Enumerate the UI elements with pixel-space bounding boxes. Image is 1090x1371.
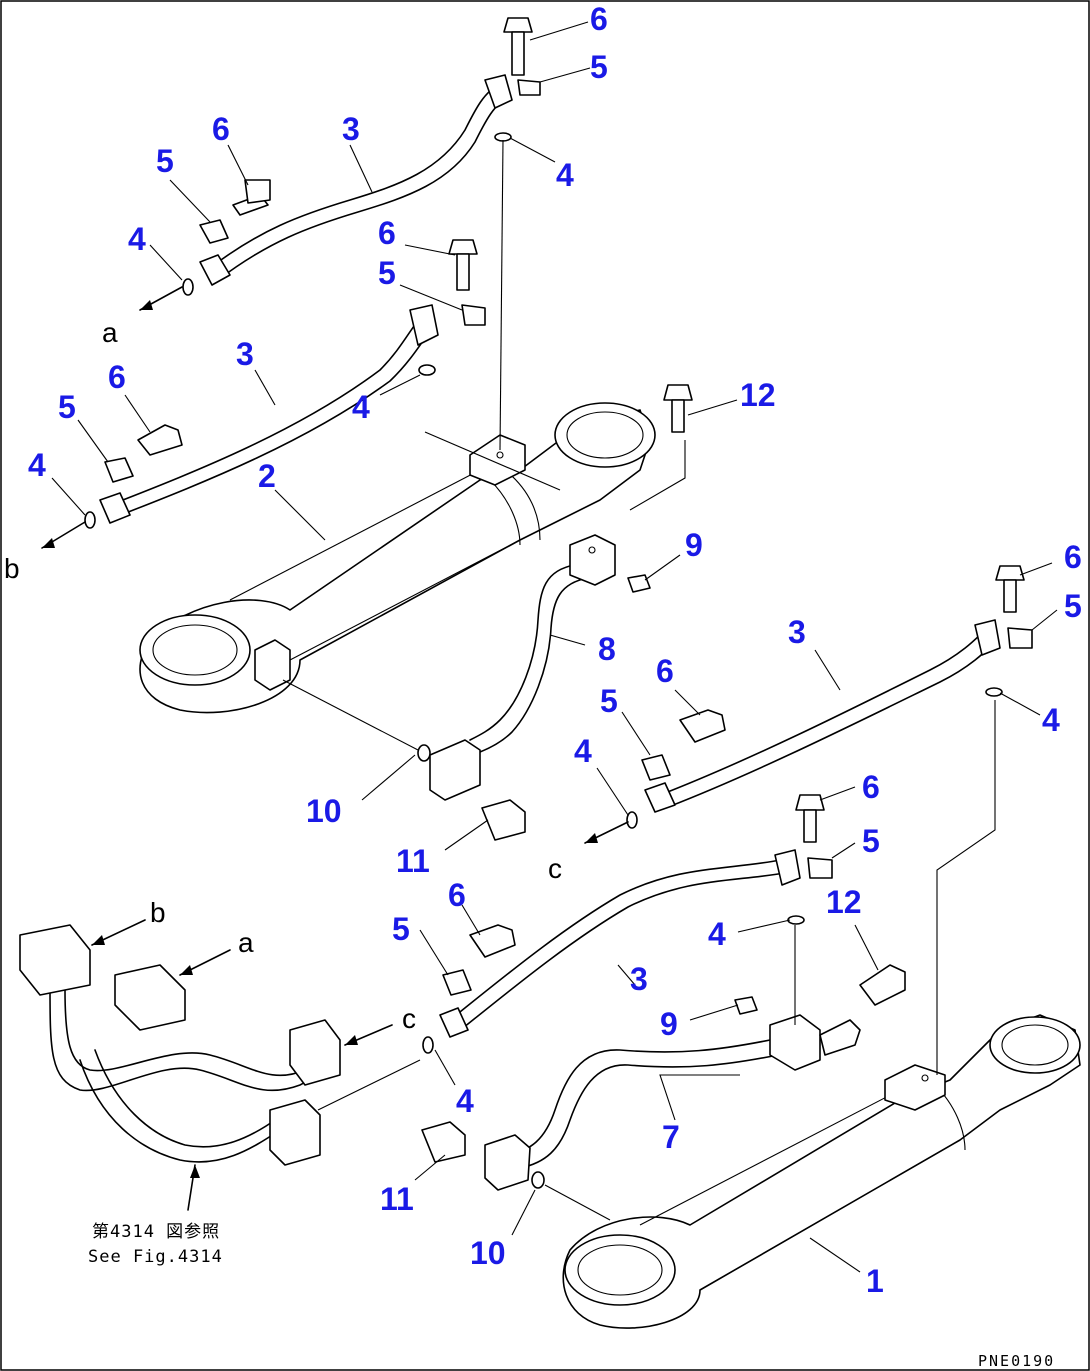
callout-5: 5 xyxy=(58,389,76,425)
reference-letters: a b c b a c xyxy=(4,317,562,1034)
callout-11: 11 xyxy=(396,843,430,879)
callout-9: 9 xyxy=(660,1006,678,1042)
callout-5: 5 xyxy=(600,683,618,719)
callout-4: 4 xyxy=(456,1083,474,1119)
drawing-code: PNE0190 xyxy=(978,1352,1055,1370)
letter-c: c xyxy=(548,853,562,884)
note-english: See Fig.4314 xyxy=(88,1247,223,1267)
tube-7 xyxy=(484,1014,861,1191)
callout-3: 3 xyxy=(342,111,360,147)
callout-6: 6 xyxy=(108,359,126,395)
callout-10: 10 xyxy=(306,793,342,829)
callout-6: 6 xyxy=(656,653,674,689)
hardware xyxy=(84,17,1033,1189)
note-japanese: 第4314 図参照 xyxy=(92,1222,220,1242)
callout-6: 6 xyxy=(1064,539,1082,575)
callout-4: 4 xyxy=(128,221,146,257)
tube-3-lower xyxy=(439,849,801,1038)
callout-4: 4 xyxy=(574,733,592,769)
callout-2: 2 xyxy=(258,458,276,494)
callout-3: 3 xyxy=(788,614,806,650)
letter-a: a xyxy=(238,927,254,958)
cylinder-2 xyxy=(139,402,656,714)
tube-3-second xyxy=(99,304,439,524)
manifold-assembly xyxy=(19,924,341,1166)
callout-4: 4 xyxy=(556,157,574,193)
letter-b: b xyxy=(150,897,166,928)
tube-3-right xyxy=(644,619,1001,813)
tube-8 xyxy=(429,534,616,801)
callout-12: 12 xyxy=(740,377,776,413)
callout-4: 4 xyxy=(708,916,726,952)
callout-6: 6 xyxy=(862,769,880,805)
callout-9: 9 xyxy=(685,527,703,563)
tube-3-upper xyxy=(199,74,513,286)
callout-6: 6 xyxy=(448,877,466,913)
flow-arrows xyxy=(41,286,629,1211)
callout-6: 6 xyxy=(378,215,396,251)
callout-5: 5 xyxy=(156,143,174,179)
callout-1: 1 xyxy=(866,1263,884,1299)
callout-12: 12 xyxy=(826,884,862,920)
leader-lines xyxy=(51,21,1058,1273)
callout-5: 5 xyxy=(378,255,396,291)
callout-5: 5 xyxy=(1064,588,1082,624)
callout-6: 6 xyxy=(590,1,608,37)
callout-4: 4 xyxy=(28,447,46,483)
callout-4: 4 xyxy=(1042,702,1060,738)
letter-b: b xyxy=(4,553,20,584)
figure-reference-note: 第4314 図参照 See Fig.4314 xyxy=(88,1222,223,1267)
letter-c: c xyxy=(402,1003,416,1034)
callout-10: 10 xyxy=(470,1235,506,1271)
callout-4: 4 xyxy=(352,389,370,425)
callout-7: 7 xyxy=(662,1119,680,1155)
callout-11: 11 xyxy=(380,1181,414,1217)
callout-6: 6 xyxy=(212,111,230,147)
callout-5: 5 xyxy=(590,49,608,85)
callout-8: 8 xyxy=(598,631,616,667)
cylinder-1 xyxy=(562,1014,1081,1329)
callout-numbers: 6 5 4 3 6 5 4 6 5 3 6 5 4 4 2 12 9 8 10 … xyxy=(28,1,1082,1299)
callout-3: 3 xyxy=(630,961,648,997)
callout-3: 3 xyxy=(236,336,254,372)
callout-5: 5 xyxy=(392,911,410,947)
callout-5: 5 xyxy=(862,823,880,859)
letter-a: a xyxy=(102,317,118,348)
